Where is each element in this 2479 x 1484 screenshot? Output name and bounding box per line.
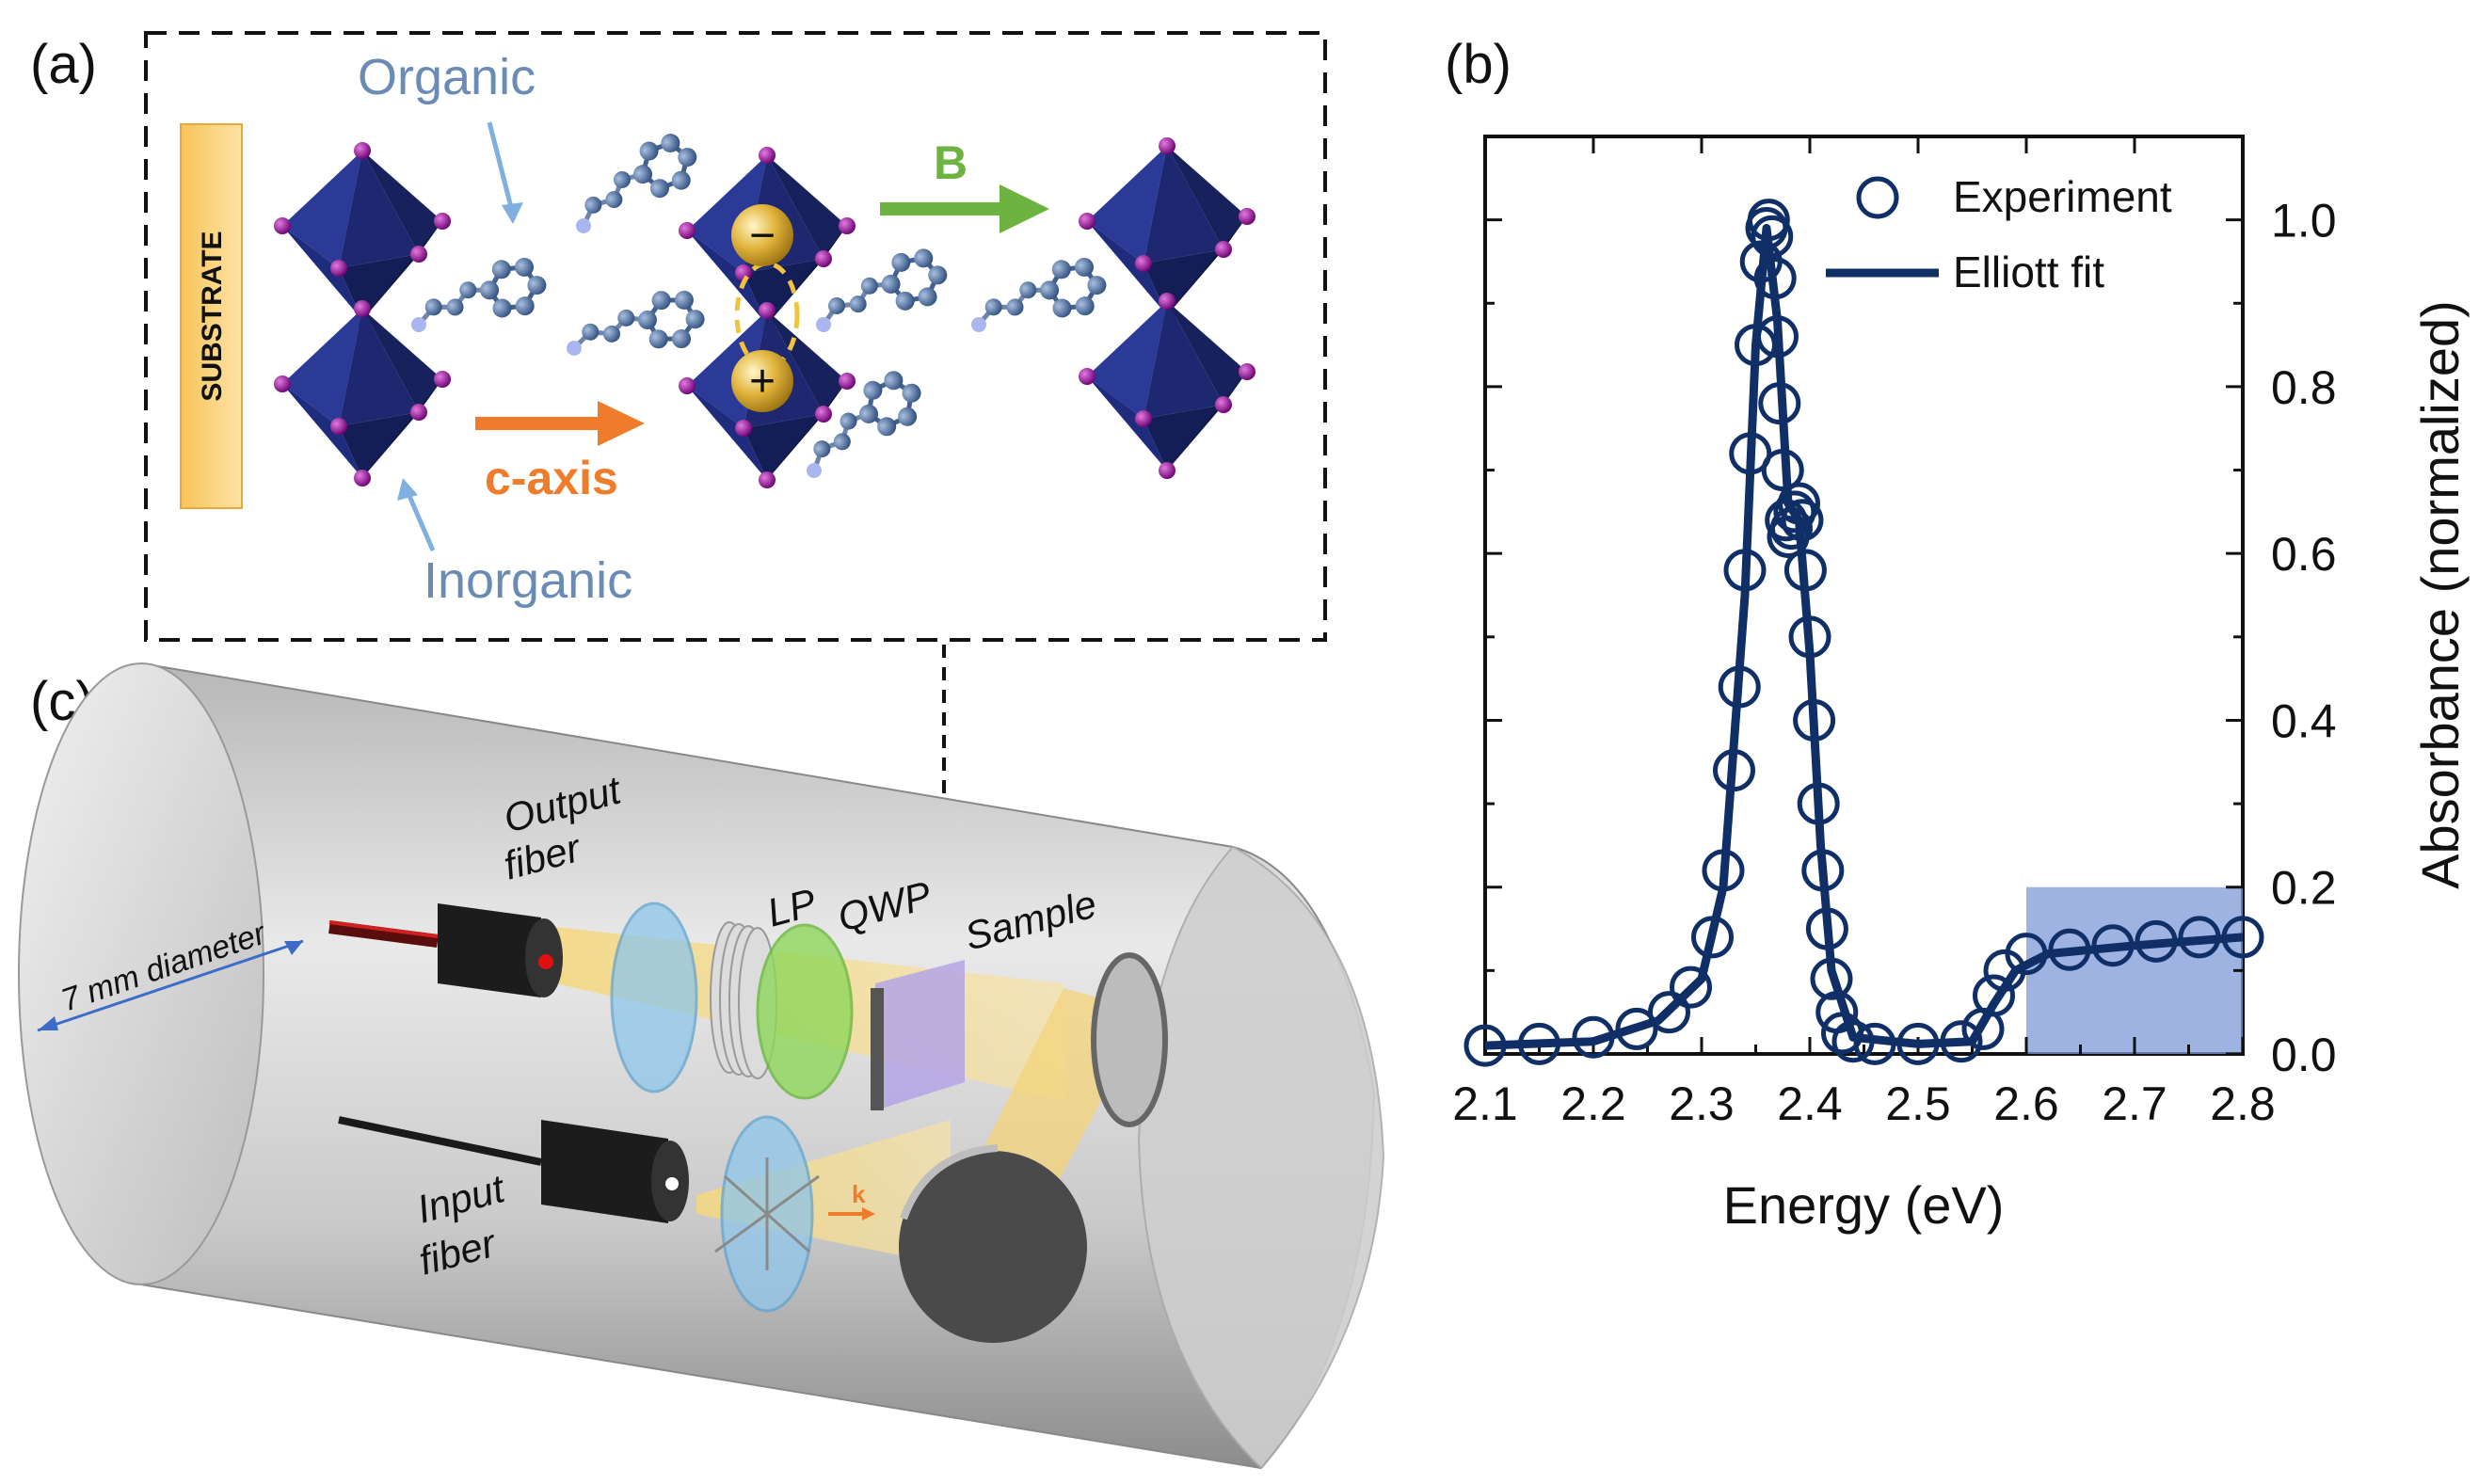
experiment-point	[1769, 507, 1813, 551]
substrate-block	[180, 123, 243, 509]
experiment-point	[1778, 482, 1820, 525]
inorganic-pointer	[404, 488, 436, 551]
x-tick-label: 2.1	[1452, 1077, 1518, 1130]
diameter-line	[37, 939, 304, 1032]
experiment-point	[1747, 199, 1790, 242]
experiment-point	[1758, 382, 1801, 425]
x-axis-label: Energy (eV)	[1723, 1175, 2005, 1235]
y-tick-label: 0.0	[2271, 1029, 2337, 1081]
experiment-point	[1572, 1015, 1615, 1059]
top-mirror	[1091, 952, 1168, 1127]
sample-plate	[875, 960, 965, 1110]
experiment-point	[1691, 916, 1734, 959]
x-tick-label: 2.5	[1885, 1077, 1951, 1130]
cylinder-left-cap	[18, 662, 264, 1285]
experiment-point	[1896, 1022, 1940, 1065]
x-tick-label: 2.3	[1669, 1077, 1735, 1130]
k-label: k	[852, 1180, 866, 1208]
chart-shaded-region	[2026, 886, 2243, 1054]
input-fiber-cable	[338, 1116, 542, 1166]
legend-experiment-label: Experiment	[1953, 172, 2172, 221]
chart-experiment-series	[1463, 199, 2264, 1067]
experiment-point	[1788, 615, 1831, 659]
experiment-point	[1463, 1024, 1507, 1067]
experiment-point	[1751, 215, 1794, 258]
x-tick-label: 2.7	[2102, 1077, 2167, 1130]
chart-ticks: 2.1 2.2 2.3 2.4 2.5 2.6 2.7 2.80.0 0.2 0.4 0.6 0.8 1…	[1452, 136, 2337, 1130]
experiment-point	[1713, 749, 1755, 792]
output-fiber-cable	[328, 920, 439, 948]
x-tick-label: 2.8	[2210, 1077, 2276, 1130]
y-axis-label: Absorbance (normalized)	[2410, 300, 2470, 889]
panel-b-label: (b)	[1445, 34, 1511, 95]
experiment-point	[1781, 499, 1824, 542]
experiment-point	[1853, 1022, 1896, 1065]
experiment-point	[1801, 849, 1845, 892]
x-tick-label: 2.6	[1993, 1077, 2059, 1130]
experiment-point	[2005, 933, 2048, 976]
quarter-wave-plate	[756, 923, 854, 1100]
experiment-point	[1797, 782, 1840, 825]
experiment-point	[1810, 957, 1853, 1000]
experiment-point	[1670, 965, 1712, 1009]
substrate-label: SUBSTRATE	[197, 231, 228, 401]
beam-input	[696, 1120, 951, 1266]
experiment-point	[1831, 1020, 1875, 1063]
experiment-point	[1735, 324, 1777, 367]
experiment-point	[1793, 698, 1836, 742]
y-tick-label: 1.0	[2271, 195, 2337, 247]
experiment-point	[2178, 916, 2221, 959]
legend-experiment-marker	[1856, 176, 1899, 219]
y-tick-label: 0.4	[2271, 694, 2337, 747]
experiment-point	[1723, 549, 1767, 592]
minus-charge-label: −	[749, 211, 776, 261]
experiment-point	[1648, 991, 1690, 1034]
y-tick-label: 0.2	[2271, 862, 2337, 915]
experiment-point	[1718, 665, 1761, 709]
organic-label: Organic	[358, 49, 536, 105]
shaded-region-rect	[2026, 886, 2243, 1054]
panel-a-label: (a)	[30, 34, 97, 95]
input-fiber-connector	[541, 1120, 668, 1223]
experiment-point	[1729, 432, 1772, 475]
output-fiber-connector	[438, 903, 541, 997]
c-axis-label: c-axis	[485, 452, 618, 504]
plus-charge-label: +	[749, 357, 776, 407]
experiment-point	[1805, 907, 1848, 950]
sample-holder	[871, 988, 884, 1110]
output-lens	[610, 902, 698, 1093]
experiment-point	[1702, 849, 1745, 892]
experiment-point	[2221, 916, 2264, 959]
y-tick-label: 0.6	[2271, 528, 2337, 581]
panel-a-dashed-frame	[144, 31, 1327, 642]
experiment-point	[1783, 549, 1827, 592]
minus-charge	[731, 204, 793, 266]
inorganic-label: Inorganic	[424, 552, 632, 609]
organic-pointer	[487, 121, 516, 215]
experiment-point	[2048, 928, 2091, 971]
experiment-point	[1518, 1022, 1560, 1065]
panel-c: (c)	[18, 662, 1385, 1470]
experiment-point	[1973, 974, 2015, 1017]
legend-fit-label: Elliott fit	[1953, 247, 2104, 296]
x-tick-label: 2.4	[1777, 1077, 1843, 1130]
experiment-point	[2091, 924, 2135, 967]
plus-charge	[731, 350, 793, 412]
experiment-point	[1615, 1007, 1658, 1050]
panel-a: (a) SUBSTRATE − + Organic Inorganic c-ax…	[30, 31, 1327, 875]
experiment-point	[1753, 257, 1797, 300]
exciton-dashed-ellipse	[734, 261, 800, 370]
k-vector-glyph	[714, 1157, 820, 1270]
experiment-point	[1940, 1020, 1983, 1063]
experiment-point	[1761, 449, 1804, 492]
experiment-point	[2135, 919, 2178, 963]
experiment-point	[1756, 315, 1799, 359]
y-tick-label: 0.8	[2271, 361, 2337, 414]
panel-b: (b) 2.1 2.2 2.3 2.4 2.5 2.6 2.7 2.80.0 0.2 0.4 0.6…	[1445, 34, 2470, 1235]
bottom-mirror	[899, 1151, 1087, 1343]
x-tick-label: 2.2	[1560, 1077, 1626, 1130]
b-field-label: B	[934, 136, 968, 189]
